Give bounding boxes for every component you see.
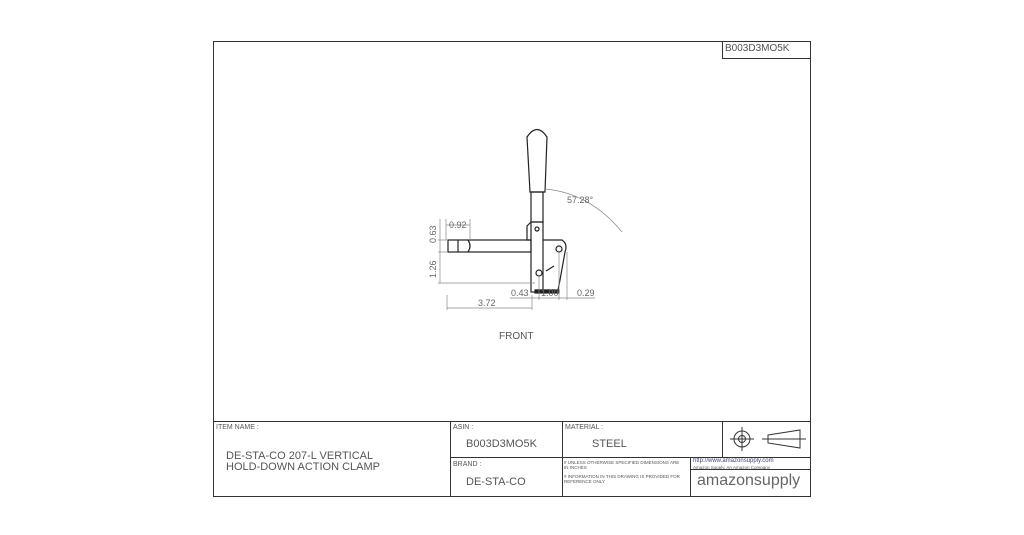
dim-0-63: 0.63 xyxy=(428,225,438,243)
asin-value: B003D3MO5K xyxy=(466,438,537,450)
dim-0-92: 0.92 xyxy=(449,220,467,230)
sheet-id: B003D3MO5K xyxy=(725,43,790,54)
sheet-border xyxy=(213,41,811,497)
dim-0-29: 0.29 xyxy=(577,288,595,298)
material-value: STEEL xyxy=(592,438,627,450)
material-label: MATERIAL : xyxy=(565,424,604,431)
item-name-line2: HOLD-DOWN ACTION CLAMP xyxy=(226,461,381,473)
third-angle-projection-icon xyxy=(730,427,806,451)
dim-angle: 57.28° xyxy=(567,195,594,205)
dim-1-00: 1.00 xyxy=(541,288,559,298)
amazon-supply-url[interactable]: http://www.amazonsupply.com xyxy=(693,458,774,464)
base-body xyxy=(535,239,567,291)
dimension-lines xyxy=(438,188,623,310)
item-name-line1: DE-STA-CO 207-L VERTICAL xyxy=(226,450,374,462)
brand-value: DE-STA-CO xyxy=(466,476,526,488)
brand-label: BRAND : xyxy=(453,461,482,468)
item-name-label: ITEM NAME : xyxy=(216,424,259,431)
handle-shank xyxy=(530,191,544,223)
asin-label: ASIN : xyxy=(453,424,474,431)
tagline: Amazon Supply, An Amazon Company xyxy=(693,465,770,470)
view-label: FRONT xyxy=(499,331,534,342)
dim-0-43: 0.43 xyxy=(511,288,529,298)
note-reference: # INFORMATION IN THIS DRAWING IS PROVIDE… xyxy=(564,474,680,484)
clamp-front-view xyxy=(447,128,567,294)
dim-1-26: 1.26 xyxy=(428,260,438,278)
amazon-supply-logo: amazonsupply xyxy=(697,472,801,489)
note-units: # UNLESS OTHERWISE SPECIFIED DIMENSIONS … xyxy=(564,460,680,470)
dim-3-72: 3.72 xyxy=(478,298,496,308)
handle-grip xyxy=(526,128,548,193)
spindle-bar xyxy=(447,239,532,253)
sheet-id-box xyxy=(722,41,811,59)
